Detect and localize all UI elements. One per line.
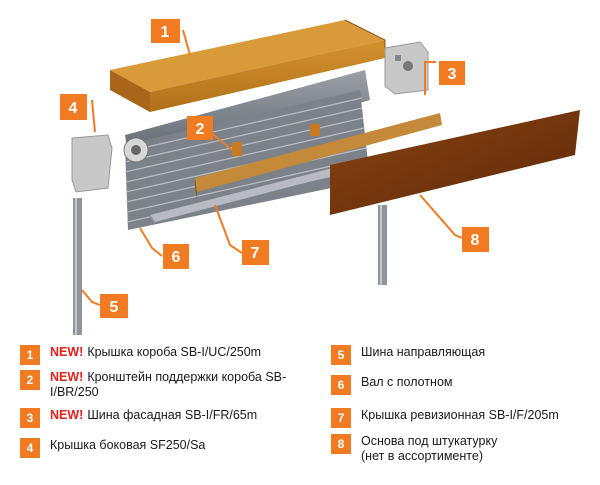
legend-label: Крышка короба SB-I/UC/250m	[87, 345, 262, 359]
svg-text:4: 4	[69, 100, 78, 117]
legend-item-6: 6 Вал с полотном	[331, 375, 453, 395]
callout-leaders	[81, 29, 463, 306]
legend-number-badge: 5	[331, 345, 351, 365]
parts-legend: 1 NEW!Крышка короба SB-I/UC/250m 2 NEW!К…	[0, 336, 600, 485]
guide-rail-right-part	[378, 205, 387, 285]
legend-item-7: 7 Крышка ревизионная SB-I/F/205m	[331, 408, 559, 428]
legend-label: Вал с полотном	[361, 375, 453, 389]
callout-6: 6	[163, 244, 189, 269]
svg-text:6: 6	[172, 249, 181, 266]
legend-item-1: 1 NEW!Крышка короба SB-I/UC/250m	[20, 345, 261, 365]
legend-text: NEW!Шина фасадная SB-I/FR/65m	[50, 408, 257, 423]
legend-label: Шина фасадная SB-I/FR/65m	[87, 408, 258, 422]
svg-text:1: 1	[161, 24, 170, 41]
svg-text:7: 7	[251, 245, 260, 262]
new-label: NEW!	[50, 408, 84, 422]
legend-number-badge: 4	[20, 438, 40, 458]
legend-label: Кронштейн поддержки короба SB-I/BR/250	[50, 370, 287, 399]
legend-label: Основа под штукатурку (нет в ассортимент…	[361, 434, 498, 463]
legend-label: Крышка ревизионная SB-I/F/205m	[361, 408, 559, 422]
svg-text:5: 5	[110, 299, 119, 316]
side-cap-right-part	[384, 41, 429, 95]
new-label: NEW!	[50, 370, 84, 384]
facade-rail-part	[195, 113, 442, 200]
plaster-base-part	[330, 110, 580, 215]
svg-text:2: 2	[196, 121, 205, 138]
legend-item-2: 2 NEW!Кронштейн поддержки короба SB-I/BR…	[20, 370, 295, 400]
legend-number-badge: 8	[331, 434, 351, 454]
legend-text: NEW!Кронштейн поддержки короба SB-I/BR/2…	[50, 370, 295, 400]
box-cover-part	[110, 19, 386, 112]
svg-text:3: 3	[448, 66, 457, 83]
callout-2: 2	[187, 116, 213, 140]
legend-text: NEW!Крышка короба SB-I/UC/250m	[50, 345, 261, 360]
callout-5: 5	[100, 294, 128, 318]
roller-shutter-exploded-diagram: 1 3 4 2 6 7 8 5	[60, 19, 580, 335]
callout-1: 1	[151, 19, 180, 43]
guide-rail-left-part	[73, 198, 82, 335]
legend-item-5: 5 Шина направляющая	[331, 345, 485, 365]
legend-number-badge: 6	[331, 375, 351, 395]
legend-number-badge: 7	[331, 408, 351, 428]
legend-label: Шина направляющая	[361, 345, 486, 359]
legend-item-4: 4 Крышка боковая SF250/Sa	[20, 438, 205, 458]
legend-number-badge: 2	[20, 370, 40, 390]
callout-3: 3	[439, 61, 465, 85]
callout-7: 7	[242, 240, 269, 265]
legend-number-badge: 1	[20, 345, 40, 365]
svg-text:8: 8	[471, 232, 480, 249]
legend-number-badge: 3	[20, 408, 40, 428]
callout-8: 8	[462, 227, 489, 252]
support-bracket-part	[232, 124, 320, 156]
legend-item-3: 3 NEW!Шина фасадная SB-I/FR/65m	[20, 408, 257, 428]
callout-4: 4	[60, 94, 87, 120]
legend-item-8: 8 Основа под штукатурку (нет в ассортиме…	[331, 434, 511, 464]
side-cap-left-part	[71, 134, 113, 193]
new-label: NEW!	[50, 345, 84, 359]
legend-label: Крышка боковая SF250/Sa	[50, 438, 206, 452]
